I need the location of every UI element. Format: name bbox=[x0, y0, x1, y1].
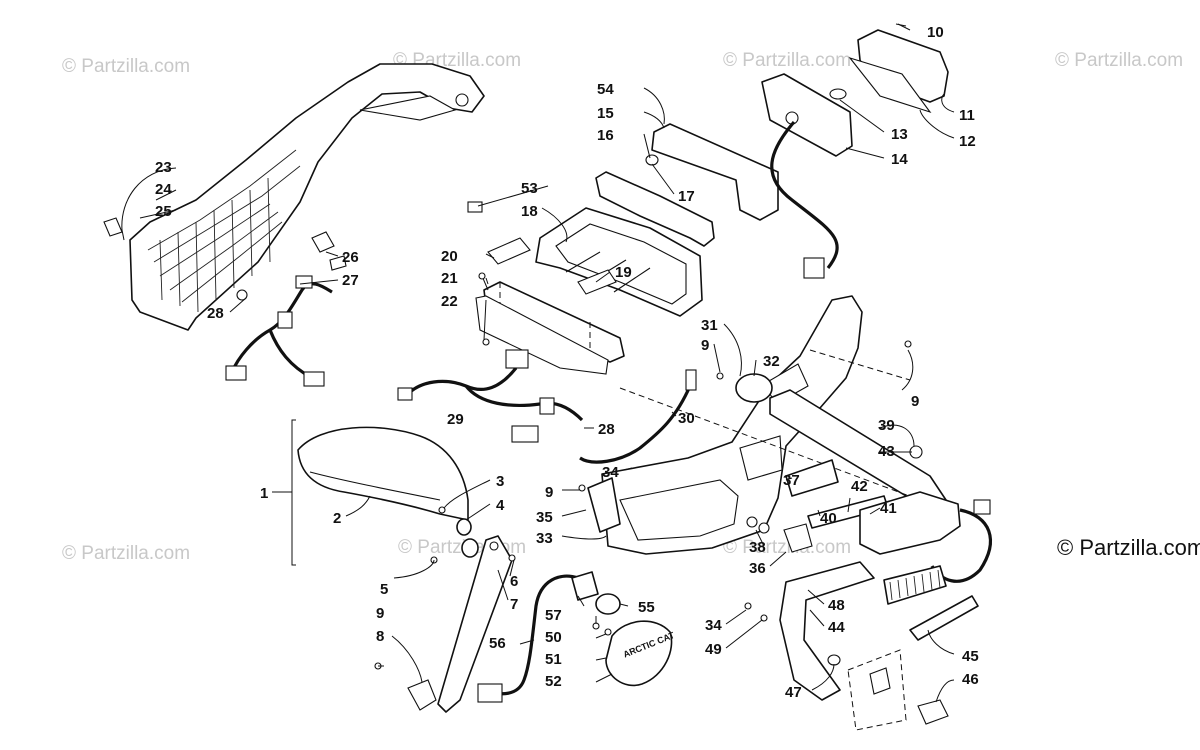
taillight-housing-14 bbox=[761, 73, 853, 157]
callout-11: 11 bbox=[959, 107, 975, 124]
callout-19: 19 bbox=[615, 264, 632, 281]
cap-32 bbox=[735, 373, 773, 403]
callout-9-mid: 9 bbox=[545, 484, 553, 501]
callout-2: 2 bbox=[333, 510, 341, 527]
callout-38: 38 bbox=[749, 539, 766, 556]
callout-40: 40 bbox=[820, 510, 837, 527]
callout-9-lower: 9 bbox=[376, 605, 384, 622]
callout-8: 8 bbox=[376, 628, 384, 645]
callout-34-upper: 34 bbox=[602, 464, 619, 481]
callout-16: 16 bbox=[597, 127, 614, 144]
callout-56: 56 bbox=[489, 635, 506, 652]
callout-3: 3 bbox=[496, 473, 504, 490]
callout-27: 27 bbox=[342, 272, 359, 289]
callout-44: 44 bbox=[828, 619, 845, 636]
callout-49: 49 bbox=[705, 641, 722, 658]
copyright-notice: © Partzilla.com bbox=[1057, 535, 1200, 560]
rear-wiring-harness bbox=[397, 349, 584, 422]
callout-14: 14 bbox=[891, 151, 908, 168]
callout-30: 30 bbox=[678, 410, 695, 427]
bar-45 bbox=[909, 595, 979, 641]
bracket-15 bbox=[651, 123, 779, 221]
callout-29: 29 bbox=[447, 411, 464, 428]
sensor-57 bbox=[571, 571, 599, 601]
callout-32: 32 bbox=[763, 353, 780, 370]
rear-rack-assembly bbox=[467, 171, 715, 375]
callout-17: 17 bbox=[678, 188, 695, 205]
left-wiring-harness bbox=[225, 275, 333, 387]
watermark: © Partzilla.com bbox=[62, 56, 191, 77]
callout-46: 46 bbox=[962, 671, 979, 688]
callout-4: 4 bbox=[496, 497, 505, 514]
taillight-assembly bbox=[645, 23, 949, 279]
side-bracket-assembly: ARCTIC CAT bbox=[374, 535, 676, 713]
clip-53 bbox=[467, 201, 483, 213]
callout-39: 39 bbox=[878, 417, 895, 434]
lens-gasket-12 bbox=[848, 56, 932, 114]
callout-9-right: 9 bbox=[911, 393, 919, 410]
callout-21: 21 bbox=[441, 270, 458, 287]
callout-22: 22 bbox=[441, 293, 458, 310]
callout-35: 35 bbox=[536, 509, 553, 526]
callout-28-right: 28 bbox=[598, 421, 615, 438]
callout-10: 10 bbox=[927, 24, 944, 41]
callout-23: 23 bbox=[155, 159, 172, 176]
callout-15: 15 bbox=[597, 105, 614, 122]
callout-48: 48 bbox=[828, 597, 845, 614]
callout-34-lower: 34 bbox=[705, 617, 722, 634]
left-rear-tail-assembly bbox=[103, 63, 485, 331]
watermark: © Partzilla.com bbox=[723, 537, 852, 558]
leader-lines bbox=[121, 23, 955, 703]
callout-57: 57 bbox=[545, 607, 562, 624]
callout-41: 41 bbox=[880, 500, 897, 517]
callout-28-left: 28 bbox=[207, 305, 224, 322]
callout-18: 18 bbox=[521, 203, 538, 220]
bracket-6 bbox=[437, 535, 513, 713]
callout-1: 1 bbox=[260, 485, 268, 502]
callout-26: 26 bbox=[342, 249, 359, 266]
switch-55 bbox=[595, 593, 621, 615]
hitch-46 bbox=[917, 699, 949, 725]
watermark: © Partzilla.com bbox=[62, 543, 191, 564]
callout-5: 5 bbox=[380, 581, 388, 598]
callout-47: 47 bbox=[785, 684, 802, 701]
callout-24: 24 bbox=[155, 181, 172, 198]
callout-9-upper: 9 bbox=[701, 337, 709, 354]
callout-7: 7 bbox=[510, 596, 518, 613]
callout-52: 52 bbox=[545, 673, 562, 690]
watermark: © Partzilla.com bbox=[1055, 50, 1184, 71]
decal-52 bbox=[605, 620, 673, 687]
callout-50: 50 bbox=[545, 629, 562, 646]
callout-31: 31 bbox=[701, 317, 718, 334]
callout-25: 25 bbox=[155, 203, 172, 220]
callout-55: 55 bbox=[638, 599, 655, 616]
decal-39 bbox=[785, 459, 839, 497]
callout-51: 51 bbox=[545, 651, 562, 668]
callout-42: 42 bbox=[851, 478, 868, 495]
callout-labels: 10 11 12 13 54 15 16 17 14 53 18 19 20 2… bbox=[155, 24, 979, 701]
fastener-23 bbox=[103, 217, 123, 237]
hitch-36 bbox=[783, 523, 813, 553]
callout-36: 36 bbox=[749, 560, 766, 577]
callout-33: 33 bbox=[536, 530, 553, 547]
callout-12: 12 bbox=[959, 133, 976, 150]
callout-6: 6 bbox=[510, 573, 518, 590]
callout-43: 43 bbox=[878, 443, 895, 460]
plate-35 bbox=[587, 477, 621, 533]
handle-44 bbox=[779, 561, 875, 701]
callout-20: 20 bbox=[441, 248, 458, 265]
callout-45: 45 bbox=[962, 648, 979, 665]
callout-37: 37 bbox=[783, 472, 800, 489]
lower-handle-assembly bbox=[744, 561, 979, 731]
callout-53: 53 bbox=[521, 180, 538, 197]
callout-54: 54 bbox=[597, 81, 614, 98]
watermark: © Partzilla.com bbox=[723, 50, 852, 71]
callout-13: 13 bbox=[891, 126, 908, 143]
seat-assembly bbox=[291, 419, 479, 566]
